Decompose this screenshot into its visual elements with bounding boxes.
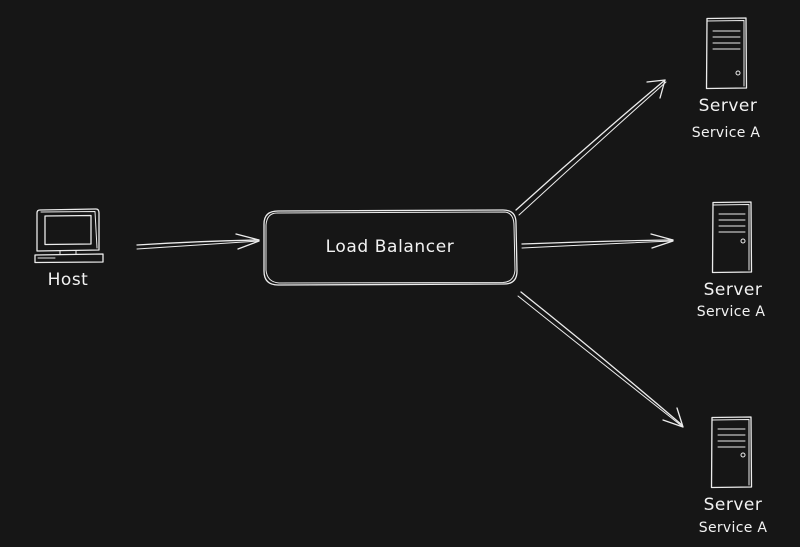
arrow-lb-to-server-3 — [517, 291, 684, 428]
server-1-label: Server — [699, 96, 758, 116]
arrow-lb-to-server-2 — [521, 233, 674, 249]
server-1-service: Service A — [692, 125, 761, 141]
server-tower-icon — [705, 17, 748, 90]
server-node-3: Server Service A — [699, 416, 768, 536]
server-2-label: Server — [704, 280, 763, 300]
server-node-1: Server Service A — [692, 17, 761, 141]
arrow-host-to-lb — [136, 233, 260, 250]
server-3-label: Server — [704, 495, 763, 515]
host-node: Host — [34, 208, 104, 290]
arrow-lb-to-server-1 — [515, 79, 667, 216]
load-balancer-node: Load Balancer — [263, 209, 518, 286]
server-3-service: Service A — [699, 520, 768, 536]
server-tower-icon — [710, 416, 753, 489]
host-label: Host — [48, 270, 89, 290]
server-tower-icon — [711, 201, 753, 274]
server-2-service: Service A — [697, 304, 766, 320]
monitor-icon — [34, 208, 104, 264]
server-node-2: Server Service A — [697, 201, 766, 320]
load-balancer-label: Load Balancer — [326, 237, 455, 257]
